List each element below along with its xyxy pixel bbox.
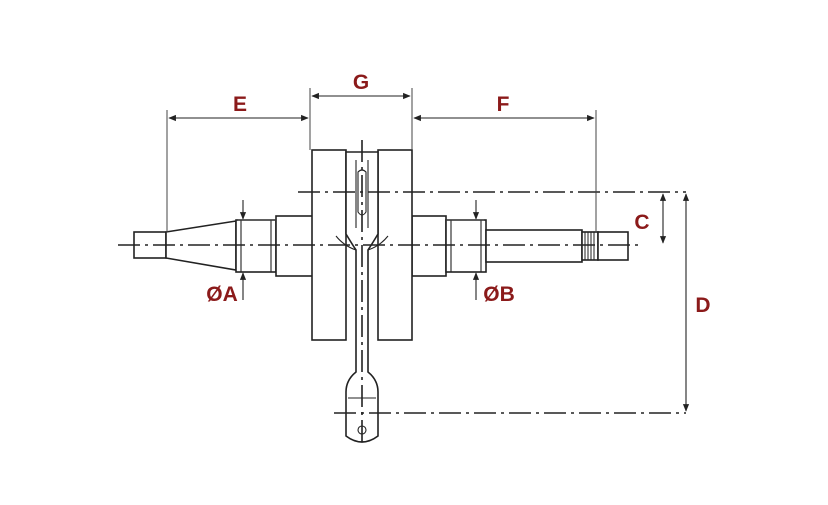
dimension-f: F: [413, 93, 597, 232]
thread-lines: [584, 232, 595, 260]
right-shaft-body: [485, 229, 583, 263]
rod-oil-slot: [357, 169, 367, 216]
right-shaft: [411, 215, 629, 277]
label-f: F: [497, 93, 510, 116]
label-d: D: [695, 294, 710, 317]
right-shaft-tip: [597, 231, 629, 261]
label-g: G: [353, 71, 369, 94]
dimension-e: E: [166, 93, 309, 232]
right-shaft-thread: [581, 231, 599, 261]
label-b: ØB: [483, 283, 515, 306]
label-a: ØA: [206, 283, 238, 306]
left-bearing-journal: [235, 219, 277, 273]
dimension-c: C: [634, 193, 667, 244]
right-bearing-journal: [445, 219, 487, 273]
dimension-d: D: [682, 193, 711, 412]
label-e: E: [233, 93, 247, 116]
dimension-b: ØB: [446, 200, 515, 306]
dimension-a: ØA: [206, 200, 276, 306]
label-c: C: [634, 211, 649, 234]
right-shaft-collar: [411, 215, 447, 277]
center-lines: [118, 140, 686, 446]
left-shaft: [133, 215, 315, 277]
dimension-g: G: [309, 71, 413, 150]
left-shaft-collar: [275, 215, 315, 277]
